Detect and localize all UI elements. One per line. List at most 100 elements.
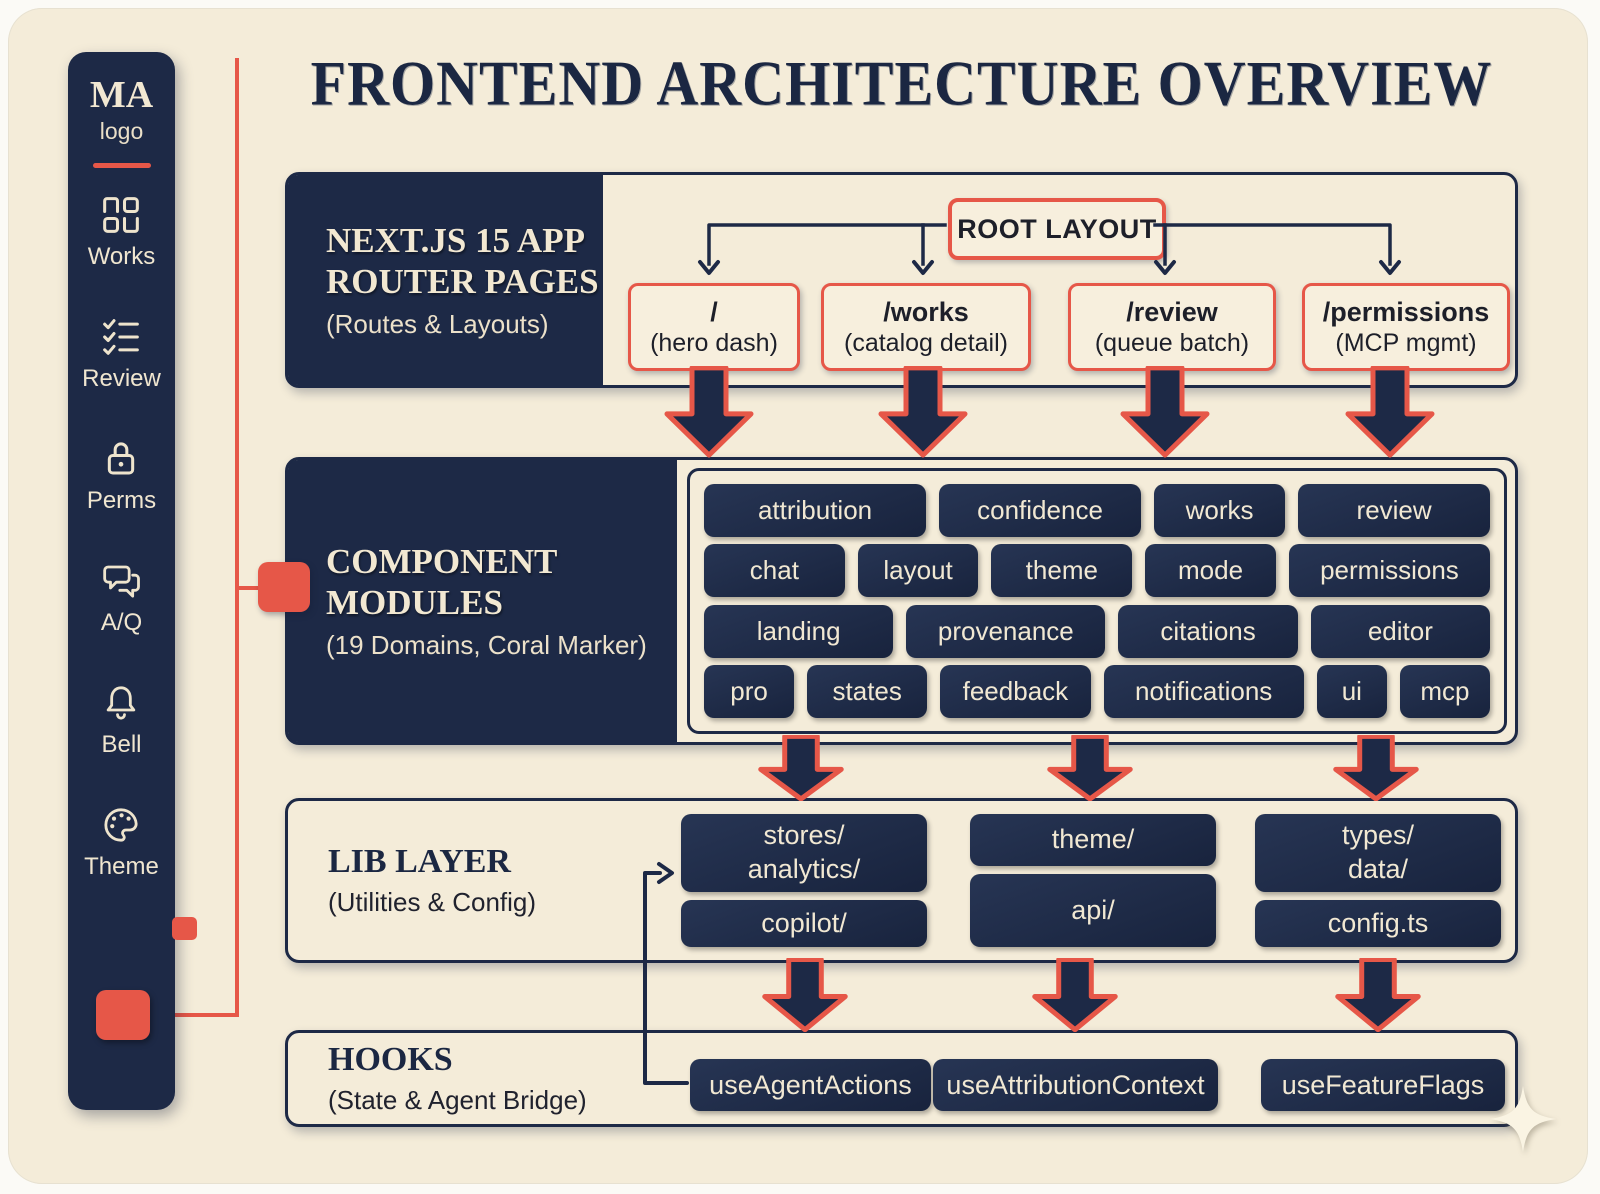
sidebar-item-label: Bell [101, 731, 142, 758]
sidebar-nav: Works Review [82, 194, 161, 881]
lib-chip: copilot/ [681, 900, 927, 947]
module-chip: theme [991, 544, 1133, 598]
flow-arrow-down [875, 366, 971, 458]
lib-chip: theme/ [970, 814, 1216, 866]
theme-coral-square [172, 917, 197, 940]
router-section-subheading: (Routes & Layouts) [326, 309, 549, 340]
sidebar-item-theme[interactable]: Theme [84, 804, 159, 881]
lib-column: stores/ analytics/ copilot/ [681, 814, 927, 947]
module-chip: permissions [1288, 544, 1490, 598]
module-chip: mode [1145, 544, 1276, 598]
lib-chip: config.ts [1255, 900, 1501, 947]
route-node-review: /review (queue batch) [1068, 283, 1276, 371]
coral-marker-square [258, 562, 310, 612]
sidebar-item-review[interactable]: Review [82, 316, 161, 393]
coral-connector-stub [238, 586, 264, 590]
root-layout-node: ROOT LAYOUT [948, 198, 1166, 260]
sparkle-icon [1490, 1086, 1556, 1152]
route-desc: (catalog detail) [844, 329, 1008, 358]
sidebar-item-label: Perms [86, 487, 157, 514]
chip-row: pro states feedback notifications ui mcp [704, 664, 1490, 718]
flow-arrow-down [755, 735, 847, 801]
module-chip: attribution [704, 484, 927, 537]
hooks-heading: HOOKS [328, 1041, 453, 1079]
route-path: / [710, 296, 718, 327]
module-chip: feedback [940, 664, 1091, 718]
sidebar-item-bell[interactable]: Bell [100, 682, 142, 759]
flow-arrow-down [1342, 366, 1438, 458]
module-chip: confidence [939, 484, 1141, 537]
sidebar-coral-square [96, 990, 150, 1040]
app-logo: MA [89, 74, 154, 116]
lib-chip: api/ [970, 874, 1216, 947]
module-chip: citations [1118, 604, 1298, 658]
module-chip: editor [1310, 604, 1490, 658]
module-chip: works [1153, 484, 1286, 537]
module-chip: provenance [906, 604, 1106, 658]
chip-row: attribution confidence works review [704, 484, 1490, 537]
flow-arrow-down [1044, 735, 1136, 801]
components-heading: COMPONENT MODULES [326, 541, 558, 622]
lib-column: theme/ api/ [970, 814, 1216, 947]
palette-icon [100, 804, 142, 846]
module-chip: layout [857, 544, 979, 598]
flow-arrow-down [1029, 958, 1121, 1032]
route-desc: (MCP mgmt) [1335, 329, 1477, 358]
route-desc: (hero dash) [650, 329, 778, 358]
components-subheading: (19 Domains, Coral Marker) [326, 630, 647, 661]
router-pages-section: NEXT.JS 15 APP ROUTER PAGES (Routes & La… [285, 172, 1518, 388]
lib-chip: types/ data/ [1255, 814, 1501, 892]
lock-icon [100, 438, 142, 480]
sidebar-divider [92, 163, 151, 168]
component-modules-section: COMPONENT MODULES (19 Domains, Coral Mar… [285, 457, 1518, 745]
app-logo-caption: logo [99, 118, 144, 144]
route-node-works: /works (catalog detail) [821, 283, 1031, 371]
router-section-heading: NEXT.JS 15 APP ROUTER PAGES [326, 220, 599, 301]
bell-icon [100, 682, 142, 724]
flow-arrow-down [1117, 366, 1213, 458]
route-node-home: / (hero dash) [628, 283, 800, 371]
checklist-icon [100, 316, 142, 358]
sidebar-item-works[interactable]: Works [88, 194, 155, 271]
lib-column: types/ data/ config.ts [1255, 814, 1501, 947]
components-label-panel: COMPONENT MODULES (19 Domains, Coral Mar… [288, 460, 677, 742]
grid-icon [100, 194, 142, 236]
chip-row: landing provenance citations editor [704, 604, 1490, 658]
module-chip: pro [704, 664, 795, 718]
module-chip: chat [704, 544, 845, 598]
lib-chip: stores/ analytics/ [681, 814, 927, 892]
sidebar-item-label: Theme [84, 853, 159, 880]
flow-arrow-down [1332, 958, 1424, 1032]
hooks-subheading: (State & Agent Bridge) [328, 1084, 587, 1115]
route-node-permissions: /permissions (MCP mgmt) [1302, 283, 1510, 371]
hook-chip: useFeatureFlags [1261, 1059, 1505, 1111]
route-desc: (queue batch) [1094, 329, 1250, 358]
module-chip: notifications [1103, 664, 1304, 718]
lib-subheading: (Utilities & Config) [328, 886, 537, 917]
sidebar-item-label: A/Q [100, 609, 143, 636]
sidebar-item-label: Review [82, 365, 161, 392]
page-title: FRONTEND ARCHITECTURE OVERVIEW [310, 47, 1493, 119]
hook-chip: useAttributionContext [933, 1059, 1218, 1111]
flow-arrow-down [759, 958, 851, 1032]
route-path: /permissions [1322, 296, 1490, 327]
route-path: /review [1126, 296, 1218, 327]
root-layout-label: ROOT LAYOUT [957, 213, 1157, 244]
module-chip: landing [704, 604, 894, 658]
hooks-label-block: HOOKS (State & Agent Bridge) [328, 1033, 587, 1124]
coral-connector-stub-bottom [149, 1013, 239, 1017]
route-path: /works [883, 296, 969, 327]
coral-connector-line [235, 58, 239, 1016]
sidebar-item-perms[interactable]: Perms [87, 438, 156, 515]
flow-arrow-down [1330, 735, 1422, 801]
chip-row: chat layout theme mode permissions [704, 544, 1490, 598]
lib-label-block: LIB LAYER (Utilities & Config) [328, 801, 536, 960]
router-section-label-panel: NEXT.JS 15 APP ROUTER PAGES (Routes & La… [288, 175, 603, 385]
lib-heading: LIB LAYER [328, 843, 511, 881]
sidebar-item-aq[interactable]: A/Q [100, 560, 142, 637]
module-chip: ui [1316, 664, 1387, 718]
lib-layer-section: LIB LAYER (Utilities & Config) stores/ a… [285, 798, 1518, 963]
hook-chip: useAgentActions [690, 1059, 931, 1111]
hooks-section: HOOKS (State & Agent Bridge) useAgentAct… [285, 1030, 1518, 1127]
